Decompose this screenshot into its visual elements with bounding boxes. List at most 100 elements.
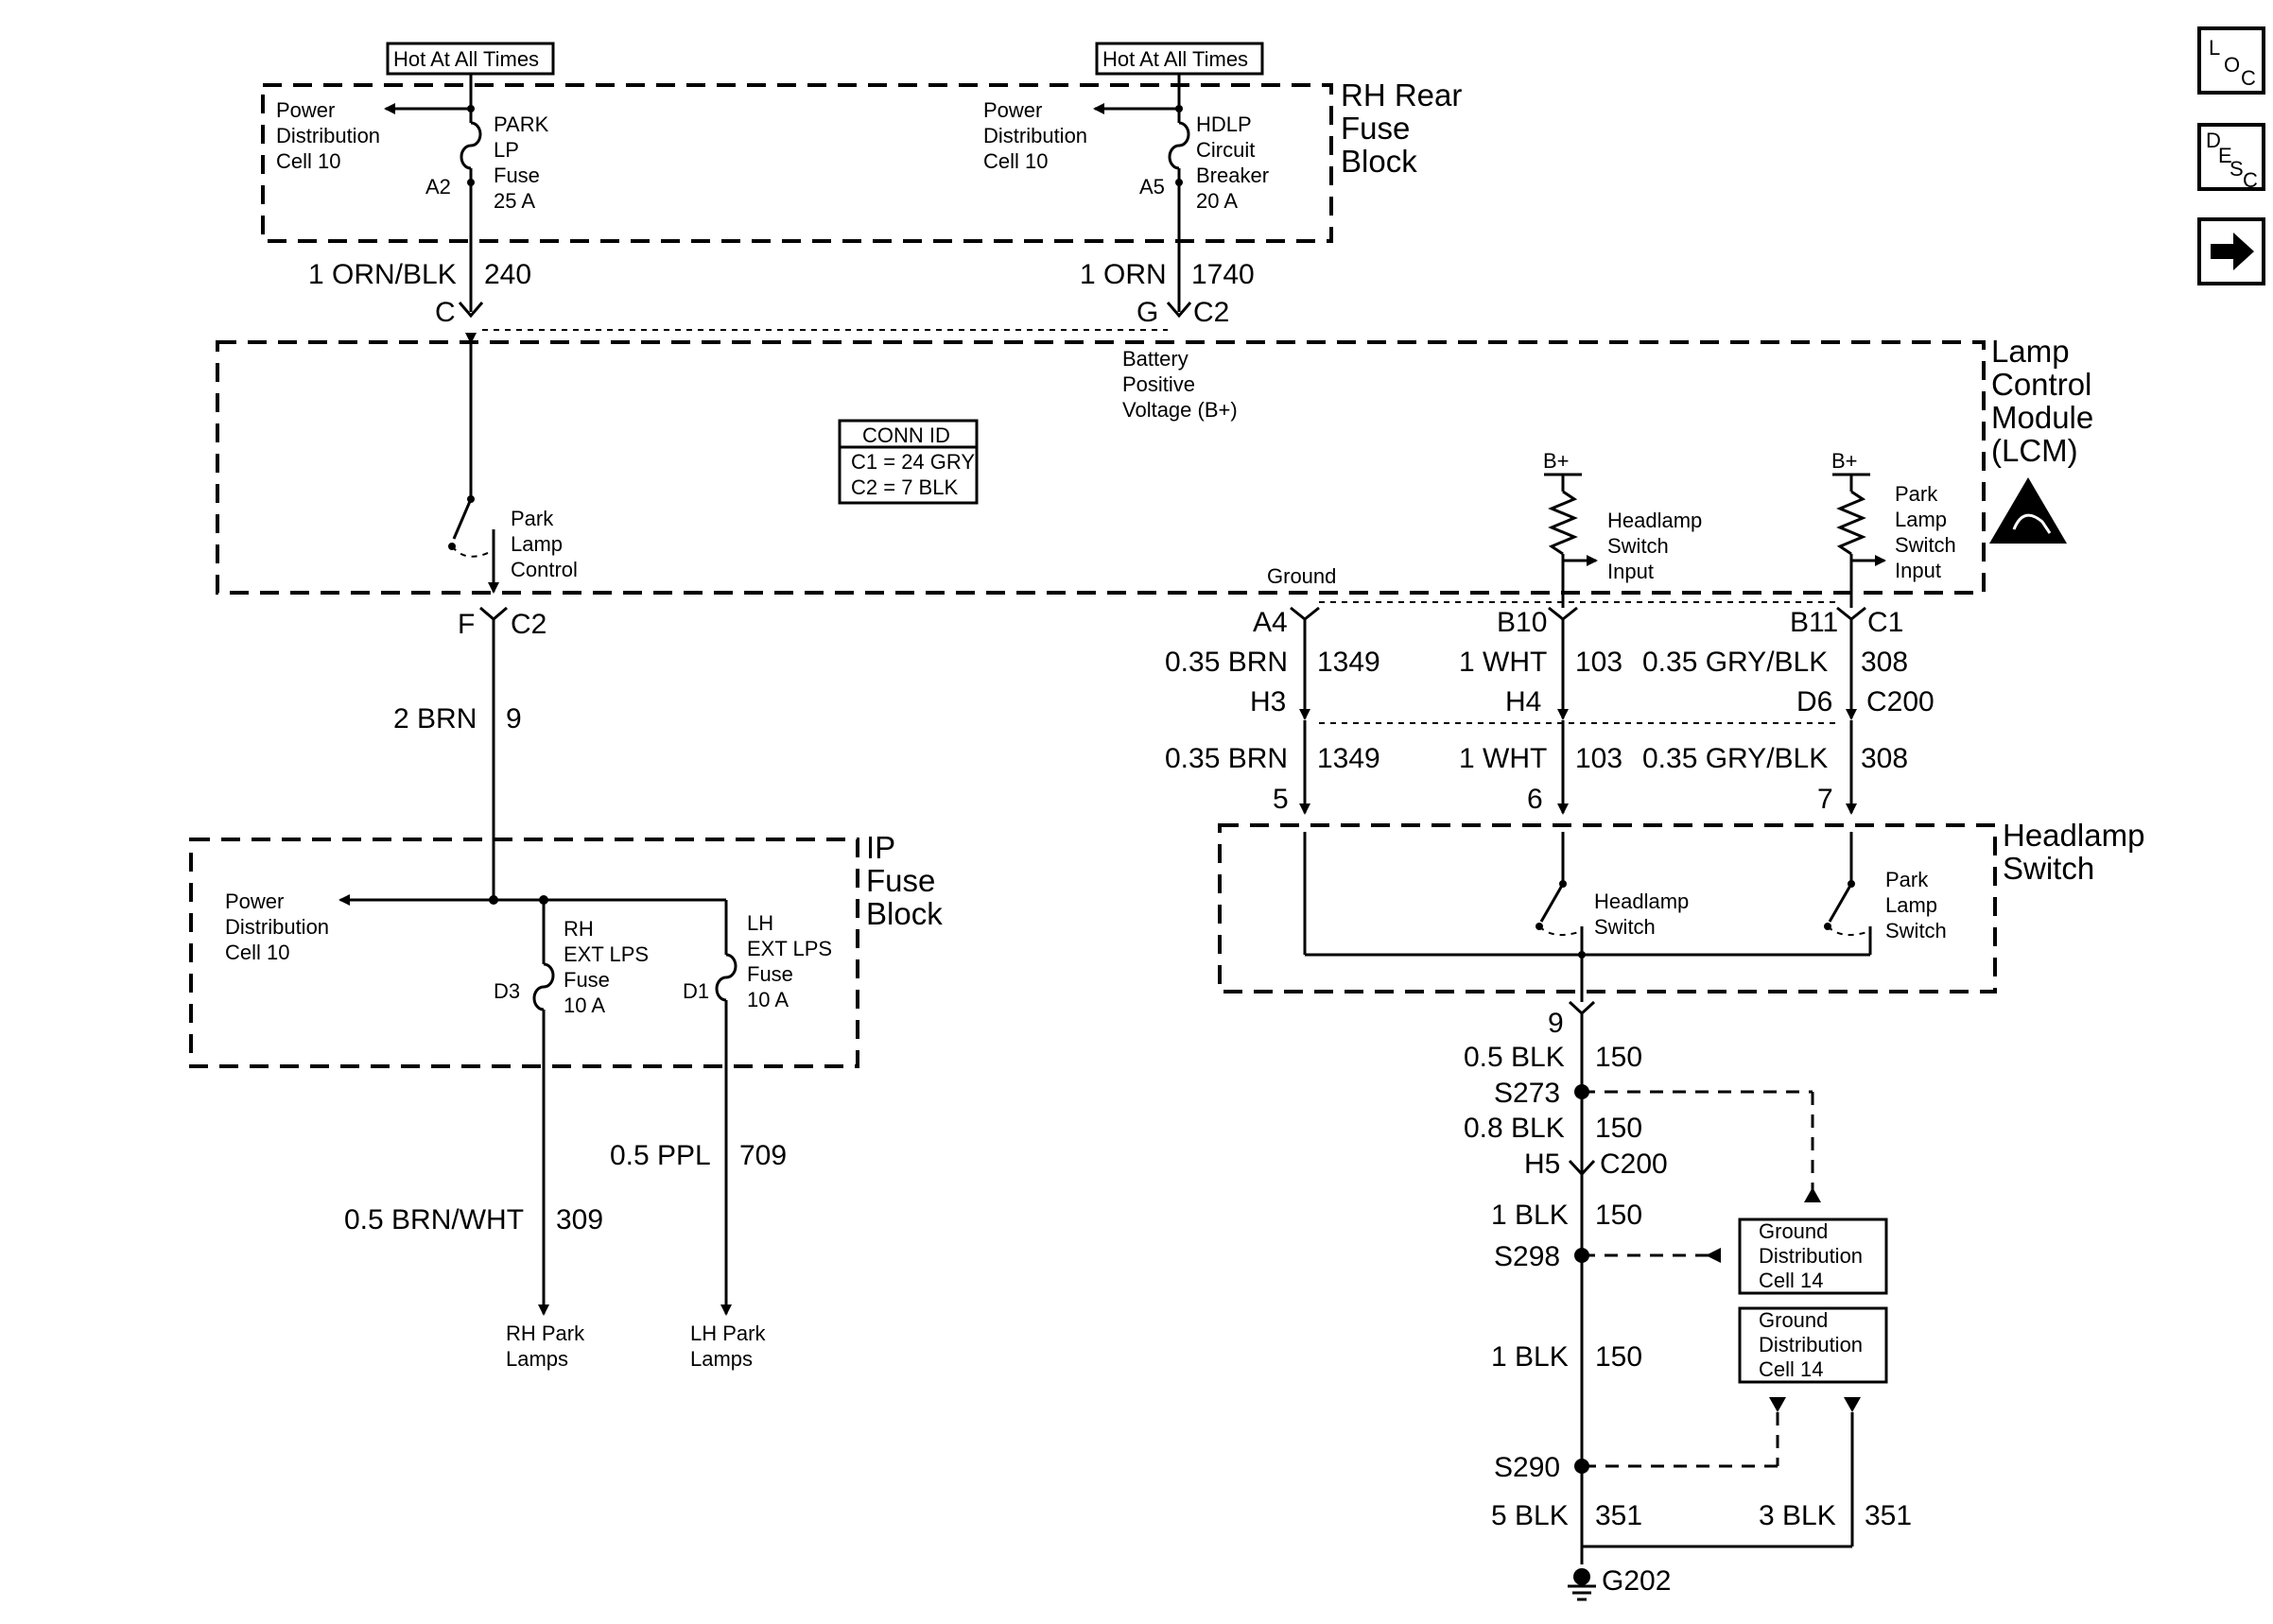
ground-g202: G202 xyxy=(1602,1565,1671,1597)
circuit-number-308-b: 308 xyxy=(1861,743,1908,774)
park-lamp-switch-inner-label: Park Lamp Switch xyxy=(1885,868,1947,942)
svg-text:S: S xyxy=(2230,157,2244,181)
connector-c2-top: C2 xyxy=(1193,297,1229,328)
circuit-number-103-b: 103 xyxy=(1575,743,1622,774)
circuit-number-103-a: 103 xyxy=(1575,647,1622,678)
pin-b10: B10 xyxy=(1497,607,1547,638)
splice-s273: S273 xyxy=(1494,1078,1560,1109)
circuit-number-351-a: 351 xyxy=(1595,1500,1642,1531)
wire-color-308-b: 0.35 GRY/BLK xyxy=(1642,743,1828,774)
park-lp-fuse-symbol xyxy=(460,121,482,170)
pin-b11: B11 xyxy=(1790,607,1838,638)
hdlp-circuit-breaker-label: HDLP Circuit Breaker 20 A xyxy=(1196,112,1275,213)
svg-text:E: E xyxy=(2218,144,2232,167)
connector-c200-b: C200 xyxy=(1600,1149,1668,1180)
next-page-button[interactable] xyxy=(2197,217,2265,285)
circuit-number-709: 709 xyxy=(739,1140,787,1171)
hot-at-all-times-label-2: Hot At All Times xyxy=(1102,47,1248,71)
circuit-number-150-c: 150 xyxy=(1595,1200,1642,1231)
lh-park-lamps-label: LH Park Lamps xyxy=(690,1322,772,1371)
headlamp-switch-input-label: Headlamp Switch Input xyxy=(1607,509,1708,583)
connector-c1: C1 xyxy=(1867,607,1903,638)
svg-text:CONN ID: CONN ID xyxy=(862,423,950,447)
circuit-number-308-a: 308 xyxy=(1861,647,1908,678)
battery-positive-label: Battery Positive Voltage (B+) xyxy=(1122,347,1238,422)
pin-d6: D6 xyxy=(1796,686,1832,717)
pin-g: G xyxy=(1136,297,1158,328)
fuse-cavity-d1: D1 xyxy=(683,979,709,1003)
ground-icon xyxy=(1568,1568,1596,1601)
park-lamp-control-label: Park Lamp Control xyxy=(511,507,578,581)
headlamp-switch-box-label: Headlamp Switch xyxy=(2003,818,2154,886)
wire-color-309: 0.5 BRN/WHT xyxy=(344,1204,524,1235)
ip-fuse-block-label: IP Fuse Block xyxy=(866,830,945,931)
circuit-number-9: 9 xyxy=(506,703,522,734)
wire-color-351-a: 5 BLK xyxy=(1491,1500,1569,1531)
location-button[interactable]: L O C xyxy=(2197,26,2265,95)
svg-text:Distribution: Distribution xyxy=(1759,1244,1863,1268)
wire-color-150-b: 0.8 BLK xyxy=(1464,1113,1565,1144)
rh-ext-lps-fuse-symbol xyxy=(532,962,555,1011)
pin-h4: H4 xyxy=(1505,686,1541,717)
bplus-label-1: B+ xyxy=(1543,449,1570,473)
circuit-number-309: 309 xyxy=(556,1204,603,1235)
circuit-number-351-b: 351 xyxy=(1865,1500,1912,1531)
svg-text:Ground: Ground xyxy=(1759,1219,1828,1243)
connector-c2-bottom: C2 xyxy=(511,609,547,640)
park-lp-fuse-label: PARK LP Fuse 25 A xyxy=(494,112,554,213)
pin-f: F xyxy=(458,609,475,640)
svg-text:C: C xyxy=(2243,168,2258,192)
power-distribution-label-3: Power Distribution Cell 10 xyxy=(225,890,335,964)
rh-ext-lps-fuse-label: RH EXT LPS Fuse 10 A xyxy=(564,917,654,1017)
pin-6: 6 xyxy=(1527,784,1543,815)
splice-s290: S290 xyxy=(1494,1452,1560,1483)
svg-text:C2 = 7 BLK: C2 = 7 BLK xyxy=(851,475,958,499)
hot-at-all-times-label-1: Hot At All Times xyxy=(393,47,539,71)
description-button[interactable]: D E S C xyxy=(2197,123,2265,192)
wire-color-240: 1 ORN/BLK xyxy=(308,259,457,290)
svg-text:C: C xyxy=(2241,66,2256,90)
pin-h3: H3 xyxy=(1250,686,1286,717)
svg-text:O: O xyxy=(2224,53,2240,77)
connector-c200: C200 xyxy=(1866,686,1935,717)
lh-ext-lps-fuse-label: LH EXT LPS Fuse 10 A xyxy=(747,911,838,1011)
esd-warning-icon xyxy=(1989,477,2067,544)
pin-a4: A4 xyxy=(1253,607,1288,638)
circuit-number-1349-b: 1349 xyxy=(1317,743,1380,774)
power-distribution-label-1: Power Distribution Cell 10 xyxy=(276,98,386,173)
wire-color-103-b: 1 WHT xyxy=(1459,743,1547,774)
svg-text:Distribution: Distribution xyxy=(1759,1333,1863,1356)
rh-rear-fuse-block-box xyxy=(261,83,1333,243)
park-lamp-switch-input-label: Park Lamp Switch Input xyxy=(1895,482,1962,582)
wire-color-150-d: 1 BLK xyxy=(1491,1341,1569,1373)
pullup-resistor-2 xyxy=(1836,490,1866,556)
pin-5: 5 xyxy=(1273,784,1289,815)
wire-color-1349-a: 0.35 BRN xyxy=(1165,647,1288,678)
wire-color-150-c: 1 BLK xyxy=(1491,1200,1569,1231)
lamp-control-module-label: Lamp Control Module (LCM) xyxy=(1991,334,2102,468)
svg-text:Ground: Ground xyxy=(1759,1308,1828,1332)
circuit-number-150-b: 150 xyxy=(1595,1113,1642,1144)
headlamp-switch-inner-label: Headlamp Switch xyxy=(1594,890,1694,939)
right-arrow-icon xyxy=(2211,233,2254,270)
power-distribution-label-2: Power Distribution Cell 10 xyxy=(983,98,1093,173)
bplus-label-2: B+ xyxy=(1831,449,1858,473)
wire-color-709: 0.5 PPL xyxy=(610,1140,711,1171)
circuit-number-150-a: 150 xyxy=(1595,1042,1642,1073)
wire-color-1349-b: 0.35 BRN xyxy=(1165,743,1288,774)
pullup-resistor-1 xyxy=(1548,490,1578,556)
svg-text:Cell 14: Cell 14 xyxy=(1759,1357,1823,1381)
ground-label: Ground xyxy=(1267,564,1336,588)
hdlp-circuit-breaker-symbol xyxy=(1168,121,1190,170)
lh-ext-lps-fuse-symbol xyxy=(715,953,737,1002)
rh-rear-fuse-block-label: RH Rear Fuse Block xyxy=(1341,78,1471,179)
wire-color-308-a: 0.35 GRY/BLK xyxy=(1642,647,1828,678)
circuit-number-150-d: 150 xyxy=(1595,1341,1642,1373)
circuit-number-1349-a: 1349 xyxy=(1317,647,1380,678)
circuit-number-240: 240 xyxy=(484,259,531,290)
ip-fuse-block-box xyxy=(189,838,859,1068)
svg-text:D: D xyxy=(2206,129,2221,152)
pin-7: 7 xyxy=(1817,784,1833,815)
fuse-cavity-a2: A2 xyxy=(425,175,451,199)
